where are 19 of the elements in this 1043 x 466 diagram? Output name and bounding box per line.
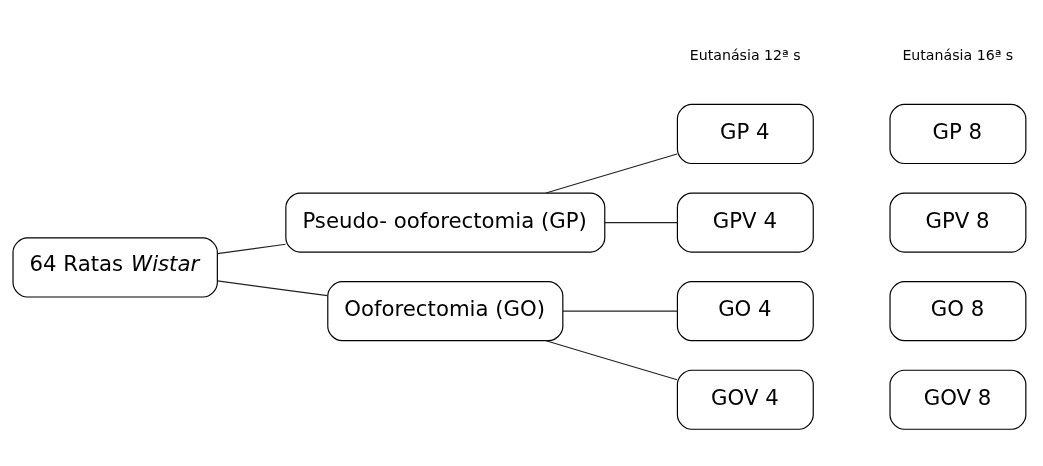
label: Eutanásia 12ª s: [689, 46, 801, 63]
connector: [545, 152, 678, 194]
connector: [545, 339, 678, 380]
node-box: GP 8: [889, 103, 1027, 164]
node-box: GPV 8: [889, 191, 1027, 253]
node-box: Pseudo- ooforectomia (GP): [285, 191, 606, 253]
node-box: Ooforectomia (GO): [327, 280, 564, 341]
connector: [562, 310, 678, 312]
node-box: GPV 4: [676, 191, 814, 253]
node-box: GP 4: [676, 103, 814, 164]
node-box: GOV 8: [889, 369, 1027, 430]
connector: [216, 243, 287, 254]
connector: [604, 221, 678, 223]
node-box: 64 Ratas Wistar: [12, 236, 218, 298]
connector: [216, 279, 328, 296]
label: Eutanásia 16ª s: [902, 46, 1014, 63]
node-box: GOV 4: [676, 369, 814, 430]
node-box: GO 8: [889, 280, 1027, 341]
node-box: GO 4: [676, 280, 814, 341]
